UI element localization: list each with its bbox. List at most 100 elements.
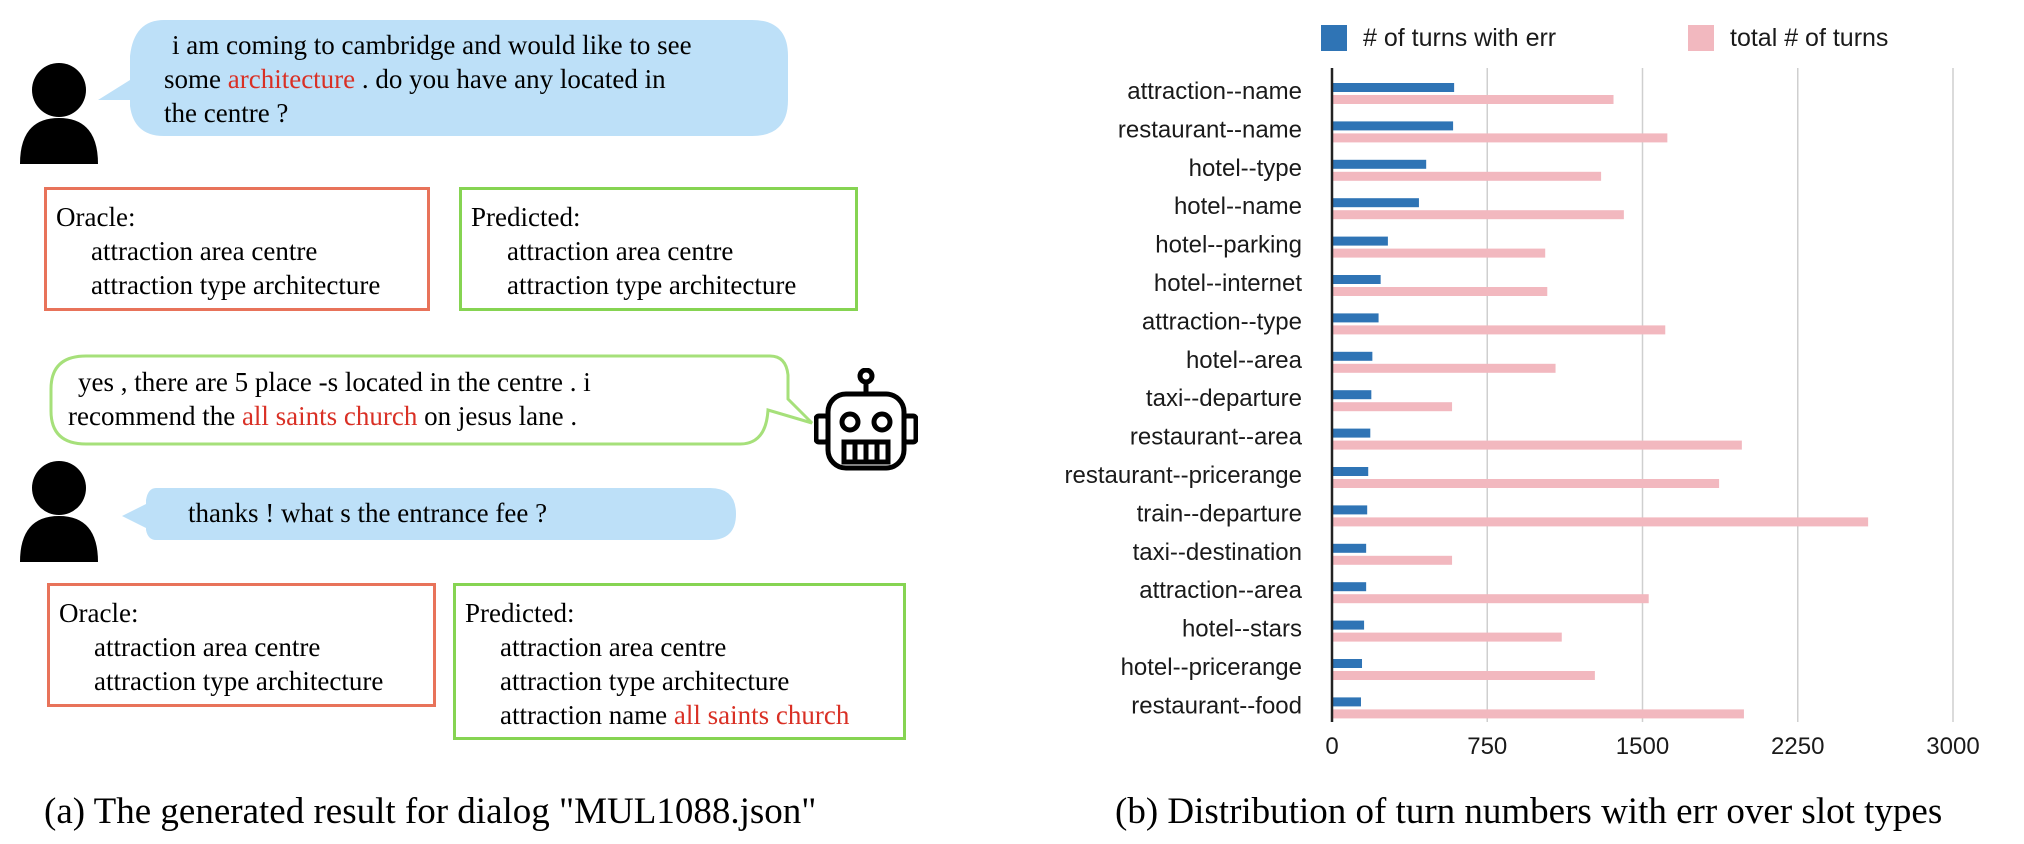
category-label: hotel--internet — [1154, 270, 1302, 297]
bar-total — [1332, 95, 1614, 104]
category-label: hotel--stars — [1182, 616, 1302, 643]
legend-item: # of turns with err — [1321, 18, 1556, 58]
predicted-line: attraction type architecture — [500, 666, 790, 696]
user-message-line: the centre ? — [164, 98, 289, 128]
x-tick-label: 1500 — [1616, 733, 1669, 760]
user-message-text: . do you have any located in — [355, 64, 666, 94]
bar-total — [1332, 594, 1649, 604]
bar-err — [1332, 159, 1427, 169]
system-message-bubble: yes , there are 5 place -s located in th… — [49, 354, 814, 446]
predicted-line: attraction name all saints church — [500, 698, 849, 732]
bar-total — [1332, 555, 1453, 565]
slot-error-chart: # of turns with err total # of turns attr… — [1020, 10, 2024, 770]
bar-err — [1332, 428, 1371, 438]
oracle-line: attraction area centre — [94, 632, 321, 662]
oracle-title: Oracle: — [59, 598, 139, 628]
bar-total — [1332, 363, 1556, 373]
x-tick-label: 3000 — [1926, 733, 1979, 760]
bar-err — [1332, 659, 1363, 668]
bar-err — [1332, 313, 1379, 323]
bar-err — [1332, 351, 1373, 361]
caption-b: (b) Distribution of turn numbers with er… — [1115, 791, 1943, 832]
bar-err — [1332, 121, 1454, 131]
category-label: train--departure — [1137, 500, 1302, 527]
oracle-box-1: Oracle: attraction area centre attractio… — [44, 187, 430, 311]
legend-swatch — [1321, 25, 1347, 51]
legend-label: # of turns with err — [1363, 23, 1557, 52]
bar-total — [1332, 210, 1624, 220]
bar-err — [1332, 275, 1381, 284]
predicted-line: attraction type architecture — [507, 270, 797, 300]
oracle-line: attraction area centre — [91, 236, 318, 266]
bar-total — [1332, 287, 1548, 296]
bar-total — [1332, 709, 1744, 719]
legend-label: total # of turns — [1730, 23, 1889, 52]
chart-plot: attraction--name restaurant--name hotel--t… — [1065, 68, 1980, 760]
category-label: hotel--pricerange — [1121, 654, 1302, 681]
bar-err — [1332, 620, 1365, 630]
legend-swatch — [1688, 25, 1714, 51]
category-label: attraction--name — [1127, 78, 1302, 105]
bar-total — [1332, 671, 1595, 680]
predicted-line: attraction area centre — [507, 236, 734, 266]
user-avatar-icon — [20, 461, 98, 562]
oracle-line: attraction type architecture — [91, 270, 381, 300]
category-label: hotel--parking — [1155, 232, 1302, 259]
oracle-line: attraction type architecture — [94, 666, 384, 696]
user-avatar-icon — [20, 63, 98, 164]
x-tick-label: 0 — [1325, 733, 1338, 760]
bar-err — [1332, 236, 1388, 246]
category-label: attraction--type — [1142, 308, 1302, 335]
highlight-text: all saints church — [241, 401, 418, 431]
category-label: hotel--type — [1189, 155, 1302, 182]
category-label: restaurant--area — [1130, 424, 1303, 451]
highlight-text: architecture — [227, 64, 356, 94]
bar-err — [1332, 505, 1368, 515]
oracle-box-2: Oracle: attraction area centre attractio… — [47, 583, 436, 707]
system-message-line: yes , there are 5 place -s located in th… — [78, 367, 591, 397]
legend-item: total # of turns — [1688, 18, 1888, 58]
bar-total — [1332, 402, 1453, 412]
bar-total — [1332, 632, 1562, 642]
category-label: restaurant--food — [1131, 692, 1302, 719]
predicted-title: Predicted: — [471, 202, 581, 232]
bar-total — [1332, 248, 1546, 258]
category-label: hotel--area — [1186, 347, 1303, 374]
category-label: taxi--destination — [1133, 539, 1302, 566]
oracle-title: Oracle: — [56, 202, 136, 232]
user-message-text: some — [164, 64, 228, 94]
system-message-text: recommend the — [68, 401, 242, 431]
user-message-bubble-1: i am coming to cambridge and would like … — [98, 20, 788, 136]
bar-err — [1332, 467, 1369, 476]
bar-total — [1332, 133, 1668, 143]
predicted-line-prefix: attraction name — [500, 700, 674, 730]
caption-a: (a) The generated result for dialog "MUL… — [44, 791, 817, 832]
system-message-text: on jesus lane . — [417, 401, 578, 431]
x-tick-label: 2250 — [1771, 733, 1824, 760]
bar-err — [1332, 198, 1419, 208]
predicted-line: attraction area centre — [500, 632, 727, 662]
predicted-box-1: Predicted: attraction area centre attrac… — [459, 187, 858, 311]
robot-icon — [814, 368, 918, 471]
predicted-title: Predicted: — [465, 598, 575, 628]
bar-total — [1332, 325, 1666, 335]
category-label: hotel--name — [1174, 193, 1302, 220]
bar-err — [1332, 543, 1367, 553]
user-message-line: thanks ! what s the entrance fee ? — [188, 498, 548, 528]
bar-total — [1332, 517, 1869, 527]
highlight-text: all saints church — [673, 700, 850, 730]
category-label: taxi--departure — [1146, 385, 1302, 412]
bar-total — [1332, 171, 1602, 181]
category-label: restaurant--name — [1118, 116, 1302, 143]
x-tick-label: 750 — [1467, 733, 1507, 760]
category-label: restaurant--pricerange — [1065, 462, 1302, 489]
bar-err — [1332, 83, 1455, 92]
user-message-line: i am coming to cambridge and would like … — [172, 30, 692, 60]
bar-total — [1332, 440, 1742, 450]
user-message-bubble-2: thanks ! what s the entrance fee ? — [122, 488, 736, 540]
category-label: attraction--area — [1139, 577, 1302, 604]
bar-err — [1332, 582, 1367, 592]
bar-total — [1332, 479, 1720, 488]
bar-err — [1332, 390, 1372, 400]
bar-err — [1332, 697, 1361, 707]
